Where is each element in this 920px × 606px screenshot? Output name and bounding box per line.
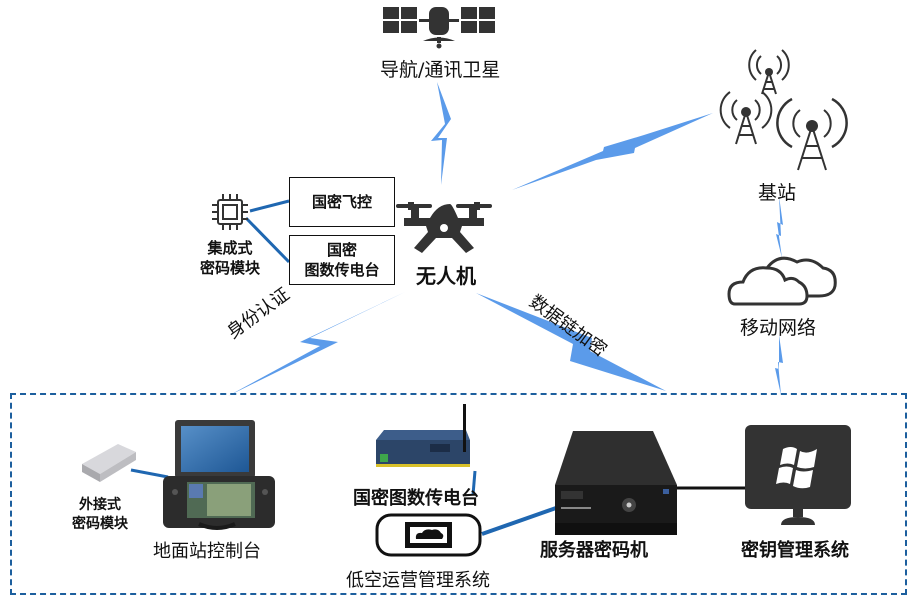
wireless-link-satellite-drone bbox=[431, 82, 451, 185]
server-crypto-label: 服务器密码机 bbox=[540, 540, 648, 561]
radio-device-icon bbox=[376, 404, 470, 467]
satellite-icon bbox=[383, 7, 495, 49]
integrated-crypto-label: 集成式 密码模块 bbox=[200, 238, 260, 278]
integrated-crypto-line1: 集成式 bbox=[207, 239, 253, 257]
low-altitude-system-icon bbox=[375, 513, 482, 557]
ground-radio-label: 国密图数传电台 bbox=[353, 488, 479, 509]
drone-radio-line2: 图数传电台 bbox=[304, 261, 380, 279]
external-crypto-label: 外接式 密码模块 bbox=[72, 496, 128, 534]
drone-icon bbox=[396, 202, 492, 253]
connector-chip-flight bbox=[249, 199, 290, 213]
external-crypto-line2: 密码模块 bbox=[72, 516, 128, 532]
key-management-label: 密钥管理系统 bbox=[741, 540, 849, 561]
cell-tower-icon bbox=[719, 49, 848, 171]
base-station-label: 基站 bbox=[758, 182, 797, 204]
wireless-link-identity-auth bbox=[228, 292, 405, 396]
connector-radio-antenna bbox=[471, 470, 477, 496]
integrated-crypto-line2: 密码模块 bbox=[200, 259, 261, 277]
ground-zone bbox=[10, 393, 907, 595]
drone-radio-line1: 国密 bbox=[326, 241, 357, 259]
mobile-network-label: 移动网络 bbox=[740, 317, 817, 339]
wireless-link-basestation-network bbox=[776, 196, 783, 258]
ground-station-label: 地面站控制台 bbox=[153, 541, 261, 562]
cloud-icon bbox=[727, 256, 837, 306]
wireless-link-drone-basestation bbox=[512, 113, 713, 190]
low-altitude-system-label: 低空运营管理系统 bbox=[346, 570, 490, 591]
wireless-link-datalink-encryption bbox=[476, 293, 666, 391]
chip-icon bbox=[212, 194, 248, 230]
external-crypto-device-icon bbox=[82, 444, 136, 482]
connector-chip-radio bbox=[244, 216, 291, 264]
drone-radio-box: 国密 图数传电台 bbox=[289, 235, 395, 285]
wireless-link-network-keymgmt bbox=[775, 335, 783, 395]
drone-label: 无人机 bbox=[416, 264, 476, 288]
flight-control-box: 国密飞控 bbox=[289, 177, 395, 227]
connector-external-groundstation bbox=[130, 468, 169, 479]
server-crypto-device-icon bbox=[555, 431, 677, 535]
windows-logo-icon bbox=[776, 447, 817, 489]
satellite-label: 导航/通讯卫星 bbox=[380, 59, 501, 81]
ground-station-device-icon bbox=[163, 420, 275, 530]
external-crypto-line1: 外接式 bbox=[79, 497, 121, 513]
flight-control-label: 国密飞控 bbox=[311, 193, 372, 211]
key-management-monitor-icon bbox=[745, 425, 851, 525]
connector-lowaltitude-server bbox=[481, 506, 557, 536]
